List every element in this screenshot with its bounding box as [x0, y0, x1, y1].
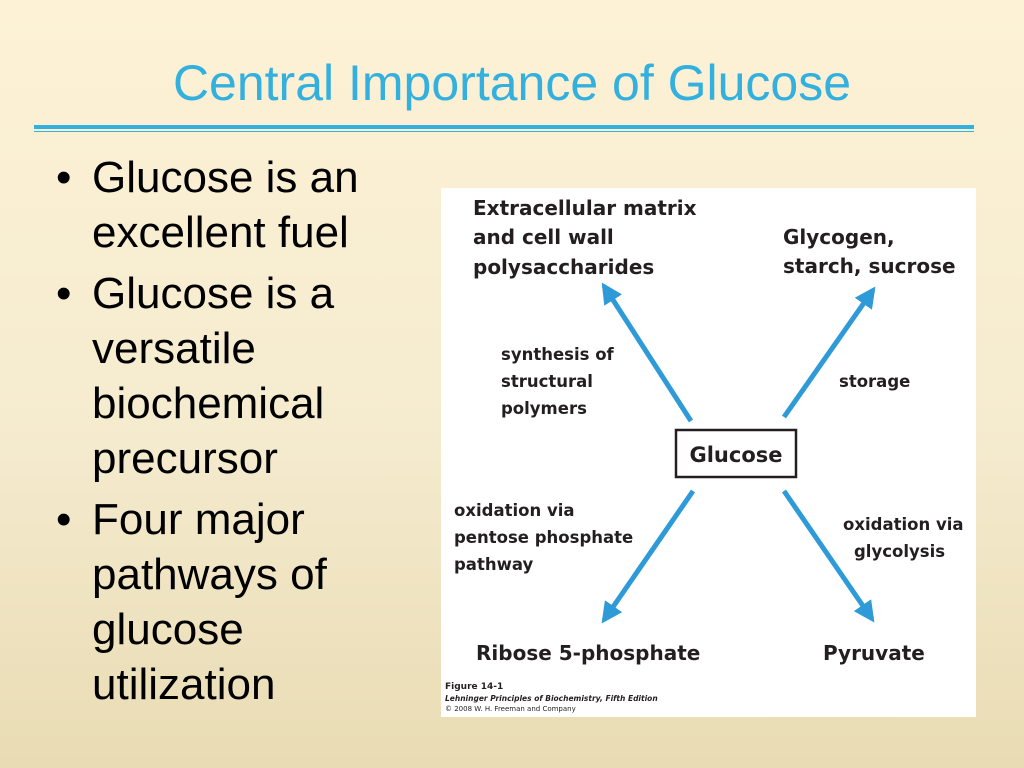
node-glycogen-line1: Glycogen,	[783, 225, 895, 249]
node-polysaccharides-line1: Extracellular matrix	[473, 196, 697, 220]
node-polysaccharides-line3: polysaccharides	[473, 255, 654, 279]
pathway-structural-line1: synthesis of	[501, 345, 615, 364]
pathway-glycolysis-line2: glycolysis	[854, 542, 945, 561]
pathway-diagram: Glucose Extracellular matrix and cell wa…	[454, 196, 964, 665]
arrow-to-pyruvate	[781, 489, 875, 623]
bullet-text: Glucose is a versatile biochemical precu…	[92, 269, 335, 483]
node-polysaccharides-line2: and cell wall	[473, 225, 614, 249]
pathway-structural-line3: polymers	[501, 399, 587, 418]
bullet-mark: •	[56, 269, 72, 318]
bullet-list: • Glucose is an excellent fuel • Glucose…	[56, 150, 416, 718]
node-glycogen-line2: starch, sucrose	[783, 254, 956, 278]
caption-book-title: Lehninger Principles of Biochemistry, Fi…	[445, 694, 658, 703]
bullet-item: • Four major pathways of glucose utiliza…	[56, 492, 416, 712]
pathway-pentose-line2: pentose phosphate	[454, 528, 633, 547]
pathway-pentose-line3: pathway	[454, 555, 533, 574]
title-divider	[34, 125, 974, 132]
caption-figure-number: Figure 14-1	[445, 682, 504, 692]
glucose-box	[674, 428, 798, 479]
pathway-storage: storage	[839, 372, 910, 391]
bullet-mark: •	[56, 495, 72, 544]
bullet-text: Four major pathways of glucose utilizati…	[92, 495, 327, 709]
node-ribose: Ribose 5-phosphate	[476, 641, 700, 665]
arrow-to-polysaccharides	[601, 282, 694, 423]
arrow-to-ribose	[601, 489, 696, 624]
bullet-text: Glucose is an excellent fuel	[92, 153, 359, 257]
pathway-pentose-line1: oxidation via	[454, 501, 575, 520]
node-pyruvate: Pyruvate	[823, 641, 925, 665]
bullet-item: • Glucose is a versatile biochemical pre…	[56, 266, 416, 486]
caption-copyright: © 2008 W. H. Freeman and Company	[445, 705, 576, 713]
arrow-to-glycogen	[781, 286, 876, 419]
glucose-label: Glucose	[689, 443, 782, 467]
slide-title: Central Importance of Glucose	[172, 55, 852, 111]
pathway-glycolysis-line1: oxidation via	[843, 515, 964, 534]
glucose-pathways-figure: Glucose Extracellular matrix and cell wa…	[441, 188, 976, 717]
figure-caption: Figure 14-1 Lehninger Principles of Bioc…	[445, 682, 658, 715]
bullet-item: • Glucose is an excellent fuel	[56, 150, 416, 260]
pathway-structural-line2: structural	[501, 372, 593, 391]
bullet-mark: •	[56, 153, 72, 202]
